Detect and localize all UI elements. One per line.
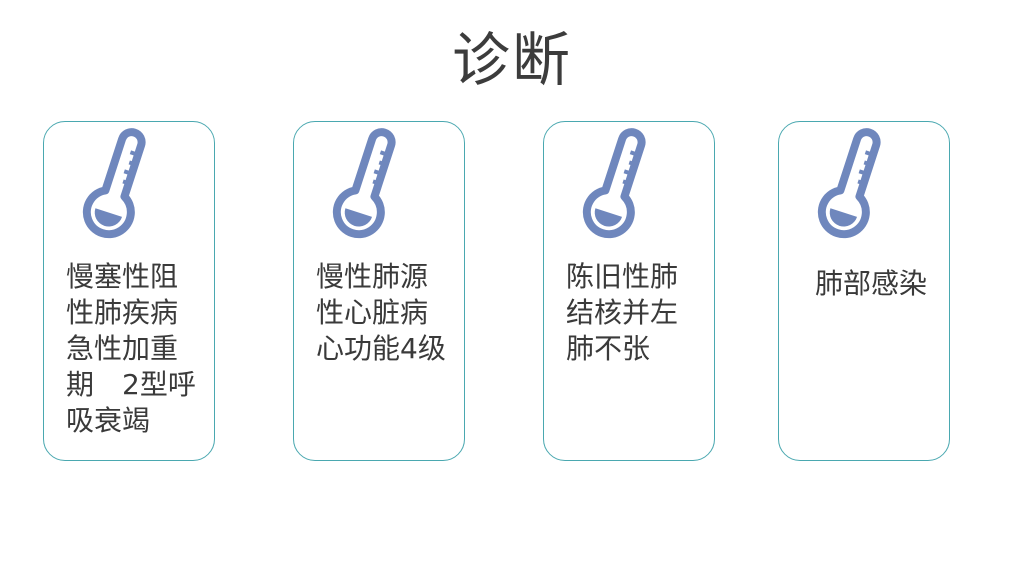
diagnosis-text: 陈旧性肺 结核并左 肺不张 — [566, 260, 679, 365]
diagnosis-text: 慢塞性阻 性肺疾病 急性加重 期 2型呼 吸衰竭 — [66, 260, 196, 437]
diagnosis-card-4: 肺部感染 — [778, 121, 950, 461]
diagnosis-card-3: 陈旧性肺 结核并左 肺不张 — [543, 121, 715, 461]
diagnosis-text: 慢性肺源 性心脏病 心功能4级 — [316, 260, 446, 365]
thermometer-icon — [82, 128, 146, 239]
diagnosis-card-1: 慢塞性阻 性肺疾病 急性加重 期 2型呼 吸衰竭 — [43, 121, 215, 461]
page-title: 诊断 — [451, 26, 572, 94]
thermometer-icon — [332, 128, 396, 239]
diagnosis-text: 肺部感染 — [815, 267, 928, 300]
thermometer-icon — [582, 128, 646, 239]
diagnosis-card-2: 慢性肺源 性心脏病 心功能4级 — [293, 121, 465, 461]
thermometer-icon — [817, 128, 881, 239]
